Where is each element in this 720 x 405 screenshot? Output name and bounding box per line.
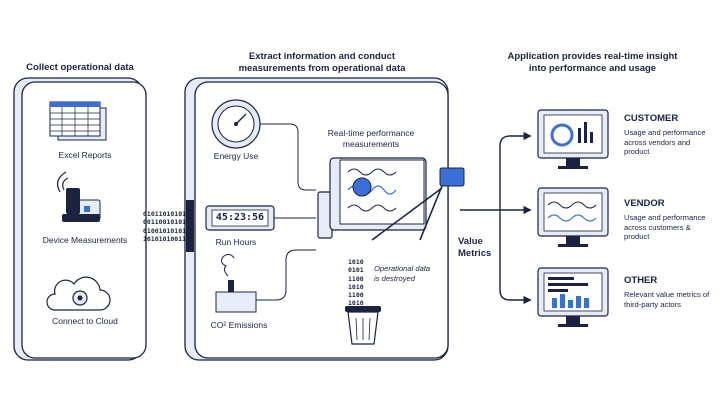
energy-use-label: Energy Use <box>213 151 259 161</box>
customer-monitor-icon <box>537 109 609 169</box>
output-arrows <box>460 131 532 305</box>
cloud-gear-icon <box>46 276 111 311</box>
gauge-icon <box>211 99 316 191</box>
vendor-title: VENDOR <box>624 198 665 209</box>
vendor-desc: Usage and performance across customers &… <box>624 213 706 241</box>
real-time-measurements-label: Real-time performance measurements <box>327 128 415 149</box>
other-monitor-icon <box>537 267 609 327</box>
application-heading: Application provides real-time insight i… <box>507 51 678 74</box>
value-metrics-label: Value Metrics <box>458 236 492 259</box>
device-icon <box>56 171 101 222</box>
collect-heading: Collect operational data <box>26 62 134 73</box>
vendor-monitor-icon <box>537 187 609 247</box>
run-hours-label: Run Hours <box>215 237 257 247</box>
connect-to-cloud-label: Connect to Cloud <box>52 316 118 326</box>
trash-can-icon <box>345 306 381 345</box>
extract-heading: Extract information and conduct measurem… <box>238 51 406 74</box>
other-desc: Relevant value metrics of third-party ac… <box>624 290 710 309</box>
extract-panel <box>184 77 449 361</box>
excel-reports-label: Excel Reports <box>58 150 112 160</box>
spreadsheet-icon <box>49 101 107 141</box>
device-measurements-label: Device Measurements <box>42 235 128 245</box>
factory-smoke-icon <box>215 249 316 313</box>
customer-desc: Usage and performance across vendors and… <box>624 128 706 156</box>
data-destroyed-note: Operational data is destroyed <box>374 264 431 283</box>
customer-title: CUSTOMER <box>624 113 679 124</box>
measurement-device <box>317 157 465 241</box>
other-title: OTHER <box>624 275 658 286</box>
run-hours-display: 45:23:56 <box>215 212 265 223</box>
digital-counter-icon <box>205 205 316 231</box>
co2-emissions-label: CO² Emissions <box>210 320 268 330</box>
